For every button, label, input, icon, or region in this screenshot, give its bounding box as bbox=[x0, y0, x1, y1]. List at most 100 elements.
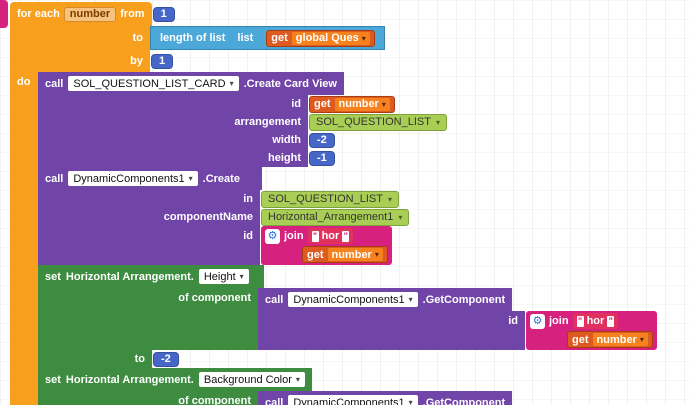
variable-name: global Ques bbox=[295, 32, 359, 44]
variable-dropdown[interactable]: number ▾ bbox=[334, 97, 390, 111]
do-label: do bbox=[17, 76, 31, 88]
component-label: Horizontal Arrangement. bbox=[65, 373, 194, 386]
number-block[interactable]: -1 bbox=[309, 150, 335, 166]
call-label: call bbox=[265, 293, 284, 306]
variable-name: number bbox=[596, 333, 637, 346]
string-value: hor bbox=[321, 230, 340, 242]
component-name: SOL_QUESTION_LIST bbox=[316, 116, 431, 128]
component-name: DynamicComponents1 bbox=[293, 396, 405, 405]
method-label: .Create bbox=[202, 172, 240, 185]
from-label: from bbox=[120, 8, 145, 20]
offscreen-block-fragment[interactable] bbox=[0, 0, 8, 28]
variable-dropdown[interactable]: number ▾ bbox=[327, 248, 383, 261]
of-component-label: of component bbox=[178, 395, 251, 405]
to-label: to bbox=[132, 32, 143, 44]
quote-icon: " bbox=[342, 230, 350, 242]
dropdown-caret-icon: ▾ bbox=[639, 335, 644, 344]
length-of-list-block[interactable]: length of list list get global Ques ▾ bbox=[150, 26, 385, 50]
method-label: .GetComponent bbox=[422, 293, 506, 306]
number-block[interactable]: 1 bbox=[151, 53, 174, 69]
join-label: join bbox=[284, 230, 304, 242]
component-name-label: componentName bbox=[163, 211, 253, 223]
text-string-block[interactable]: " hor " bbox=[572, 313, 619, 329]
dropdown-caret-icon: ▾ bbox=[408, 295, 413, 304]
dropdown-caret-icon: ▾ bbox=[239, 272, 244, 281]
property-dropdown[interactable]: Height ▾ bbox=[198, 269, 249, 284]
component-name: Horizontal_Arrangement1 bbox=[268, 211, 394, 223]
call-label: call bbox=[265, 396, 284, 405]
width-label: width bbox=[272, 134, 301, 146]
number-block[interactable]: 1 bbox=[152, 6, 175, 22]
get-variable-block[interactable]: get number ▾ bbox=[309, 95, 395, 113]
component-name: SOL_QUESTION_LIST_CARD bbox=[73, 77, 226, 90]
number-block[interactable]: -2 bbox=[153, 351, 179, 367]
join-block[interactable]: ⚙ join " hor " bbox=[261, 226, 392, 265]
variable-dropdown[interactable]: number ▾ bbox=[592, 333, 648, 346]
quote-icon: " bbox=[576, 315, 584, 327]
for-each-block[interactable]: for each number from 1 to length of list… bbox=[10, 2, 657, 405]
component-block[interactable]: SOL_QUESTION_LIST ▾ bbox=[309, 113, 447, 131]
dropdown-caret-icon: ▾ bbox=[229, 79, 234, 88]
dropdown-caret-icon: ▾ bbox=[188, 174, 193, 183]
set-height-block[interactable]: set Horizontal Arrangement. Height ▾ of … bbox=[38, 265, 657, 368]
variable-name: number bbox=[331, 248, 372, 261]
join-block[interactable]: ⚙ join " hor " bbox=[526, 311, 657, 350]
get-label: get bbox=[271, 32, 288, 44]
of-component-label: of component bbox=[178, 292, 251, 304]
property-name: Background Color bbox=[203, 373, 292, 386]
component-dropdown[interactable]: SOL_QUESTION_LIST_CARD ▾ bbox=[68, 76, 239, 91]
get-variable-block[interactable]: get number ▾ bbox=[567, 331, 653, 348]
component-name: DynamicComponents1 bbox=[293, 293, 405, 306]
variable-dropdown[interactable]: global Ques ▾ bbox=[291, 31, 370, 45]
quote-icon: " bbox=[311, 230, 319, 242]
set-label: set bbox=[45, 270, 61, 283]
dropdown-caret-icon: ▾ bbox=[387, 194, 392, 204]
set-label: set bbox=[45, 373, 61, 386]
component-block[interactable]: Horizontal_Arrangement1 ▾ bbox=[261, 208, 410, 226]
dropdown-caret-icon: ▾ bbox=[408, 398, 413, 405]
get-variable-block[interactable]: get number ▾ bbox=[302, 246, 388, 263]
mutator-gear-icon[interactable]: ⚙ bbox=[265, 228, 280, 244]
string-value: hor bbox=[586, 315, 605, 327]
by-label: by bbox=[130, 55, 143, 67]
list-socket-label: list bbox=[237, 32, 254, 44]
for-each-label: for each bbox=[17, 8, 60, 20]
component-dropdown[interactable]: DynamicComponents1 ▾ bbox=[68, 171, 198, 186]
text-string-block[interactable]: " hor " bbox=[307, 228, 354, 244]
call-create-card-view-block[interactable]: call SOL_QUESTION_LIST_CARD ▾ .Create Ca… bbox=[38, 72, 447, 167]
dropdown-caret-icon: ▾ bbox=[398, 212, 403, 222]
component-name: SOL_QUESTION_LIST bbox=[268, 193, 383, 205]
mutator-gear-icon[interactable]: ⚙ bbox=[530, 313, 545, 329]
get-label: get bbox=[572, 333, 589, 346]
get-variable-block[interactable]: get global Ques ▾ bbox=[266, 29, 375, 47]
number-block[interactable]: -2 bbox=[309, 132, 335, 148]
loop-variable-field[interactable]: number bbox=[63, 6, 117, 22]
id-label: id bbox=[508, 315, 518, 327]
dropdown-caret-icon: ▾ bbox=[435, 117, 440, 127]
property-dropdown[interactable]: Background Color ▾ bbox=[198, 372, 305, 387]
call-get-component-block[interactable]: call DynamicComponents1 ▾ .GetComponent bbox=[258, 391, 513, 405]
call-label: call bbox=[45, 77, 64, 90]
arrangement-label: arrangement bbox=[234, 116, 301, 128]
call-label: call bbox=[45, 172, 64, 185]
method-label: .Create Card View bbox=[243, 77, 337, 90]
call-get-component-block[interactable]: call DynamicComponents1 ▾ .GetComponent bbox=[258, 288, 657, 350]
method-label: .GetComponent bbox=[422, 396, 506, 405]
get-label: get bbox=[314, 98, 331, 110]
dropdown-caret-icon: ▾ bbox=[374, 250, 379, 259]
length-of-list-label: length of list bbox=[160, 32, 226, 44]
component-label: Horizontal Arrangement. bbox=[65, 270, 194, 283]
id-label: id bbox=[291, 98, 301, 110]
dropdown-caret-icon: ▾ bbox=[361, 33, 366, 43]
quote-icon: " bbox=[607, 315, 615, 327]
call-create-block[interactable]: call DynamicComponents1 ▾ .Create in bbox=[38, 167, 410, 265]
in-label: in bbox=[243, 193, 253, 205]
component-block[interactable]: SOL_QUESTION_LIST ▾ bbox=[261, 190, 399, 208]
join-label: join bbox=[549, 315, 569, 327]
to-label: to bbox=[134, 353, 145, 365]
component-dropdown[interactable]: DynamicComponents1 ▾ bbox=[288, 292, 418, 307]
variable-name: number bbox=[338, 98, 379, 110]
set-background-color-block[interactable]: set Horizontal Arrangement. Background C… bbox=[38, 368, 513, 405]
component-dropdown[interactable]: DynamicComponents1 ▾ bbox=[288, 395, 418, 405]
